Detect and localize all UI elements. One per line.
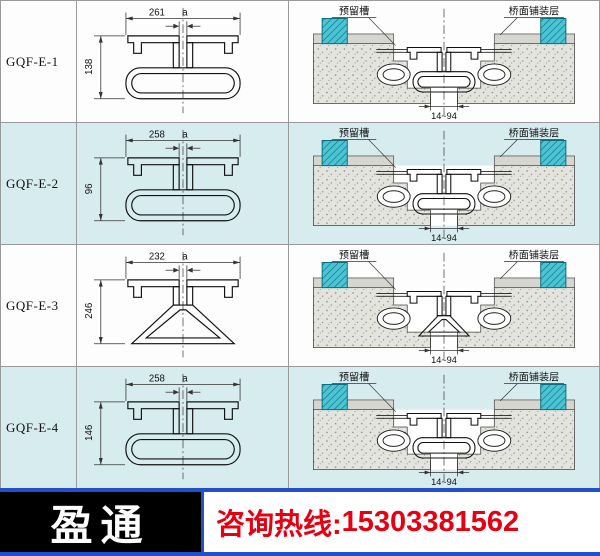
cross-section-diagram: 261 a 138 [84,7,241,113]
section-cell: 258 a 96 [77,123,289,244]
paving-label: 桥面铺装层 [509,370,560,383]
groove-label: 预留槽 [339,126,369,139]
cross-section-diagram: 258 a 146 [84,373,241,479]
range-label: 14~94 [431,477,457,487]
paving-layer-right [493,155,575,166]
model-cell: GQF-E-3 [1,245,77,366]
model-label: GQF-E-1 [6,53,59,69]
paving-layer-left [313,277,395,288]
hatch-block-left [321,17,348,44]
spec-table: GQF-E-1 [0,0,600,489]
bottom-banner: 盈通 咨询热线:15303381562 [0,488,600,556]
table-row: GQF-E-3 [1,245,599,367]
range-label: 14~94 [431,111,457,121]
gap-dim-label: a [182,373,188,384]
hatch-block-left [321,383,348,410]
model-label: GQF-E-4 [6,419,59,435]
reserved-groove [393,409,495,470]
model-cell: GQF-E-1 [1,1,77,122]
joint-profile [124,400,241,465]
groove-label: 预留槽 [339,370,369,383]
height-dim-label: 138 [84,58,95,74]
dimension-lines [93,12,240,99]
install-cell: 预留槽 桥面铺装层 14~94 [289,1,599,122]
dimension-lines [93,378,240,465]
range-label: 14~94 [431,355,457,365]
dimension-lines [93,256,240,344]
height-dim-label: 96 [84,183,95,194]
hatch-block-left [321,139,348,166]
hatch-block-right [540,383,567,410]
installation-diagram: 预留槽 桥面铺装层 14~94 [313,248,575,365]
model-label: GQF-E-3 [6,297,59,313]
cross-section-diagram: 232 a 246 [84,251,240,357]
joint-profile [124,34,241,99]
brand-logo: 盈通 [0,492,204,552]
height-dim-label: 246 [84,302,95,318]
hatch-block-left [321,261,348,288]
joint-in-groove [406,290,482,337]
installation-diagram: 预留槽 桥面铺装层 14~94 [313,126,575,243]
paving-label: 桥面铺装层 [509,248,560,261]
width-dim-label: 258 [148,373,164,384]
gap-range-dim [418,215,470,232]
width-dim-label: 232 [148,251,164,262]
paving-layer-right [493,399,575,410]
joint-profile [126,278,239,344]
paving-label: 桥面铺装层 [509,4,560,17]
groove-label: 预留槽 [339,248,369,261]
table-row: GQF-E-4 [1,367,599,489]
range-label: 14~94 [431,233,457,243]
cross-section-diagram: 258 a 96 [84,129,241,235]
paving-layer-right [493,33,575,44]
section-cell: 232 a 246 [77,245,289,366]
height-dim-label: 146 [84,424,95,440]
paving-layer-left [313,33,395,44]
gap-range-dim [418,337,470,354]
hotline-number: 15303381562 [341,505,520,538]
reserved-groove [393,43,495,104]
gap-range-dim [418,93,470,110]
hatch-block-right [540,261,567,288]
width-dim-label: 261 [148,7,164,18]
width-dim-label: 258 [148,129,164,140]
paving-label: 桥面铺装层 [509,126,560,139]
hatch-block-right [540,17,567,44]
hotline-label: 咨询热线: [216,509,342,541]
paving-layer-left [313,155,395,166]
table-row: GQF-E-1 [1,1,599,123]
gap-dim-label: a [182,7,188,18]
section-cell: 258 a 146 [77,367,289,488]
install-cell: 预留槽 桥面铺装层 14~94 [289,367,599,488]
install-cell: 预留槽 桥面铺装层 14~94 [289,245,599,366]
groove-label: 预留槽 [339,4,369,17]
table-row: GQF-E-2 [1,123,599,245]
model-cell: GQF-E-2 [1,123,77,244]
section-cell: 261 a 138 [77,1,289,122]
gap-dim-label: a [182,129,188,140]
hatch-block-right [540,139,567,166]
dimension-lines [93,134,240,221]
reserved-groove [393,165,495,226]
gap-range-dim [418,459,470,476]
paving-layer-left [313,399,395,410]
model-label: GQF-E-2 [6,175,59,191]
installation-diagram: 预留槽 桥面铺装层 14~94 [313,4,575,121]
paving-layer-right [493,277,575,288]
install-cell: 预留槽 桥面铺装层 14~94 [289,123,599,244]
hotline: 咨询热线:15303381562 [204,492,600,552]
joint-profile [124,156,241,221]
installation-diagram: 预留槽 桥面铺装层 14~94 [313,370,575,487]
model-cell: GQF-E-4 [1,367,77,488]
reserved-groove [393,287,495,348]
gap-dim-label: a [182,251,188,262]
